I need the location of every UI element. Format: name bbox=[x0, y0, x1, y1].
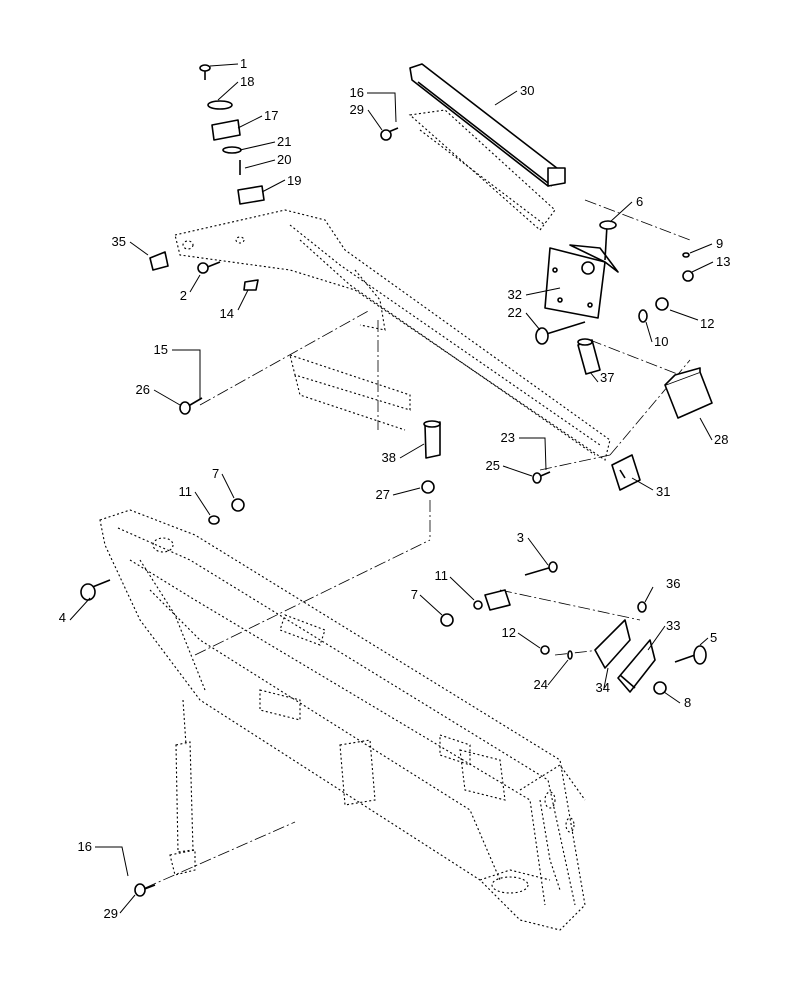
callout-35: 35 bbox=[112, 234, 126, 249]
callout-37: 37 bbox=[600, 370, 614, 385]
lower-cylinder bbox=[169, 699, 196, 876]
part-31-clip bbox=[611, 454, 641, 491]
callout-13: 13 bbox=[716, 254, 730, 269]
callout-27: 27 bbox=[376, 487, 390, 502]
callout-12-top: 12 bbox=[700, 316, 714, 331]
callout-11-right: 11 bbox=[435, 568, 449, 583]
callout-1: 1 bbox=[240, 56, 247, 71]
part-22-pin bbox=[535, 321, 586, 345]
part-26-pin bbox=[179, 397, 203, 415]
part-35-bushing bbox=[149, 251, 169, 271]
callout-29-bottom: 29 bbox=[104, 906, 118, 921]
callout-14: 14 bbox=[220, 306, 234, 321]
part-37-bushing bbox=[577, 338, 601, 375]
callout-20: 20 bbox=[277, 152, 291, 167]
part-38-bushing bbox=[423, 420, 441, 459]
callout-21: 21 bbox=[277, 134, 291, 149]
callout-29-top: 29 bbox=[350, 102, 364, 117]
parts-3-11-7-right bbox=[440, 561, 558, 627]
callout-28: 28 bbox=[714, 432, 728, 447]
callout-34: 34 bbox=[596, 680, 610, 695]
callout-4: 4 bbox=[59, 610, 66, 625]
callout-23: 23 bbox=[501, 430, 515, 445]
callout-16-top: 16 bbox=[350, 85, 364, 100]
callout-19: 19 bbox=[287, 173, 301, 188]
callout-17: 17 bbox=[264, 108, 278, 123]
callout-18: 18 bbox=[240, 74, 254, 89]
callout-8: 8 bbox=[684, 695, 691, 710]
callout-25: 25 bbox=[486, 458, 500, 473]
parts-9-13-10-12-hardware bbox=[638, 252, 694, 323]
parts-1-17-18-19-20-21-stack bbox=[199, 64, 265, 205]
upper-cylinder bbox=[408, 109, 556, 231]
callout-15: 15 bbox=[154, 342, 168, 357]
callout-38: 38 bbox=[382, 450, 396, 465]
part-30-handle-bar bbox=[409, 63, 566, 187]
lift-link bbox=[289, 354, 411, 431]
callout-33: 33 bbox=[666, 618, 680, 633]
part-25-pin bbox=[532, 471, 551, 484]
callout-16-bottom: 16 bbox=[78, 839, 92, 854]
parts-7-11-left bbox=[208, 498, 245, 525]
part-14-clip bbox=[243, 279, 259, 291]
callout-7-right: 7 bbox=[411, 587, 418, 602]
parts-33-34-brackets bbox=[594, 619, 656, 693]
part-2-bolt bbox=[197, 261, 221, 274]
part-28-channel bbox=[664, 367, 713, 419]
callout-22: 22 bbox=[508, 305, 522, 320]
callout-6: 6 bbox=[636, 194, 643, 209]
callout-12-right: 12 bbox=[502, 625, 516, 640]
leader-lines bbox=[69, 63, 714, 914]
callout-30: 30 bbox=[520, 83, 534, 98]
callout-10: 10 bbox=[654, 334, 668, 349]
callout-7-left: 7 bbox=[212, 466, 219, 481]
part-29-pin-bottom bbox=[134, 883, 156, 897]
callout-9: 9 bbox=[716, 236, 723, 251]
callout-31: 31 bbox=[656, 484, 670, 499]
main-frame bbox=[99, 509, 586, 931]
callout-3: 3 bbox=[517, 530, 524, 545]
callout-11-left: 11 bbox=[179, 484, 193, 499]
part-6-bolt bbox=[599, 220, 617, 261]
part-29-pin-top bbox=[380, 127, 399, 141]
part-27-nut bbox=[421, 480, 435, 494]
callout-2: 2 bbox=[180, 288, 187, 303]
callout-24: 24 bbox=[534, 677, 548, 692]
parts-5-8-36-12-24 bbox=[540, 601, 707, 695]
boom-arm bbox=[174, 209, 611, 461]
callout-32: 32 bbox=[508, 287, 522, 302]
callout-26: 26 bbox=[136, 382, 150, 397]
part-4-bolt bbox=[80, 579, 111, 601]
part-32-bracket bbox=[544, 244, 619, 319]
callout-labels: 1 18 17 21 20 19 35 2 14 16 29 30 6 9 13… bbox=[59, 56, 731, 921]
callout-36: 36 bbox=[666, 576, 680, 591]
callout-5: 5 bbox=[710, 630, 717, 645]
